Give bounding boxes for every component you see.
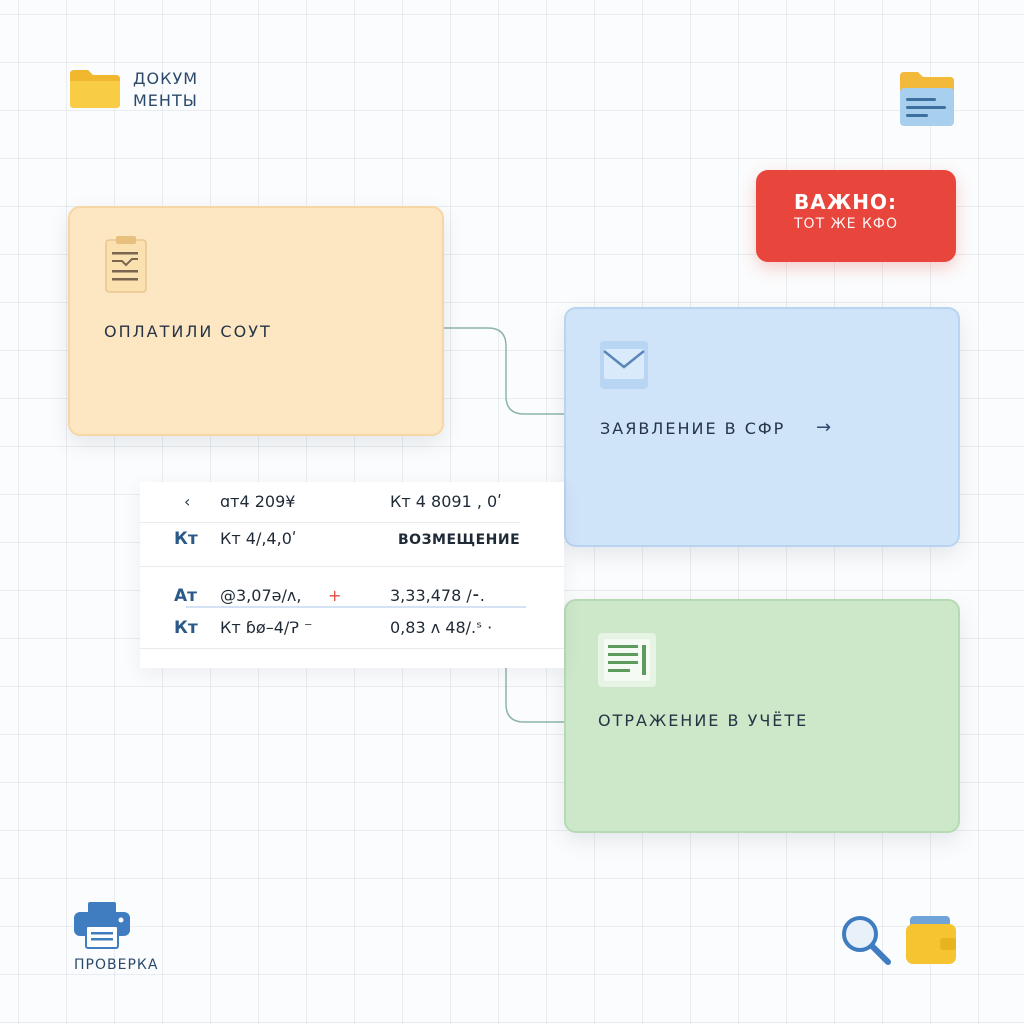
ledger-cell: Кт ɓø–4/Ɂ ⁻ (220, 618, 313, 637)
ledger-table: ‹ ɑт4 209¥ Кт 4 8091 , 0ʹ Кт Кт 4/,4,0ʹ … (140, 482, 564, 668)
ledger-cell: @3,07ə/ʌ, (220, 586, 302, 605)
card-accounting[interactable]: ОТРАЖЕНИЕ В УЧЁТЕ (564, 599, 960, 833)
table-row: Ат @3,07ə/ʌ, + 3,33,478 /⁃. (140, 582, 564, 612)
row-divider (140, 648, 564, 649)
card-paid-label: ОПЛАТИЛИ СОУТ (104, 322, 272, 341)
plus-icon: + (328, 586, 342, 605)
document-lines-icon (598, 633, 656, 687)
ledger-cell: Кт 4/,4,0ʹ (220, 529, 297, 548)
folder-icon (70, 70, 120, 108)
documents-label: ДОКУМ МЕНТЫ (133, 69, 199, 110)
clipboard-icon (105, 236, 147, 293)
search-icon[interactable] (838, 912, 894, 968)
ledger-cell: 0,83 ʌ 48/.ˢ · (390, 618, 493, 637)
ledger-cell: Кт 4 8091 , 0ʹ (390, 492, 502, 511)
chevron-left-icon[interactable]: ‹ (184, 492, 191, 511)
ledger-cell: ВОЗМЕЩЕНИЕ (398, 532, 521, 548)
important-title: ВАЖНО: (794, 190, 897, 214)
ledger-cell: 3,33,478 /⁃. (390, 586, 485, 605)
ledger-cell: ɑт4 209¥ (220, 492, 296, 511)
card-application-sfr[interactable]: ЗАЯВЛЕНИЕ В СФР → (564, 307, 960, 547)
row-highlight (186, 606, 526, 608)
printer-icon[interactable] (72, 900, 132, 950)
folder-document-icon[interactable] (896, 68, 958, 130)
important-badge: ВАЖНО: ТОТ ЖЕ КФО (756, 170, 956, 262)
documents-header[interactable]: ДОКУМ МЕНТЫ (68, 64, 228, 124)
table-row: Кт Кт 4/,4,0ʹ ВОЗМЕЩЕНИЕ (140, 525, 564, 555)
connector-ledger-to-accounting (505, 668, 564, 723)
connector-paid-to-application (440, 327, 564, 415)
important-subtitle: ТОТ ЖЕ КФО (794, 216, 898, 232)
wallet-icon[interactable] (904, 914, 958, 966)
row-divider (140, 566, 564, 567)
envelope-icon (600, 341, 648, 389)
card-accounting-label: ОТРАЖЕНИЕ В УЧЁТЕ (598, 711, 809, 730)
arrow-right-icon[interactable]: → (816, 417, 832, 438)
table-row: Кт Кт ɓø–4/Ɂ ⁻ 0,83 ʌ 48/.ˢ · (140, 614, 564, 644)
ledger-key: Кт (174, 618, 198, 638)
card-application-label: ЗАЯВЛЕНИЕ В СФР (600, 419, 786, 438)
ledger-key: Ат (174, 586, 198, 606)
row-divider (140, 522, 520, 523)
ledger-key: Кт (174, 529, 198, 549)
card-paid-sout[interactable]: ОПЛАТИЛИ СОУТ (68, 206, 444, 436)
table-row: ‹ ɑт4 209¥ Кт 4 8091 , 0ʹ (140, 488, 564, 518)
check-label: ПРОВЕРКА (74, 957, 159, 973)
